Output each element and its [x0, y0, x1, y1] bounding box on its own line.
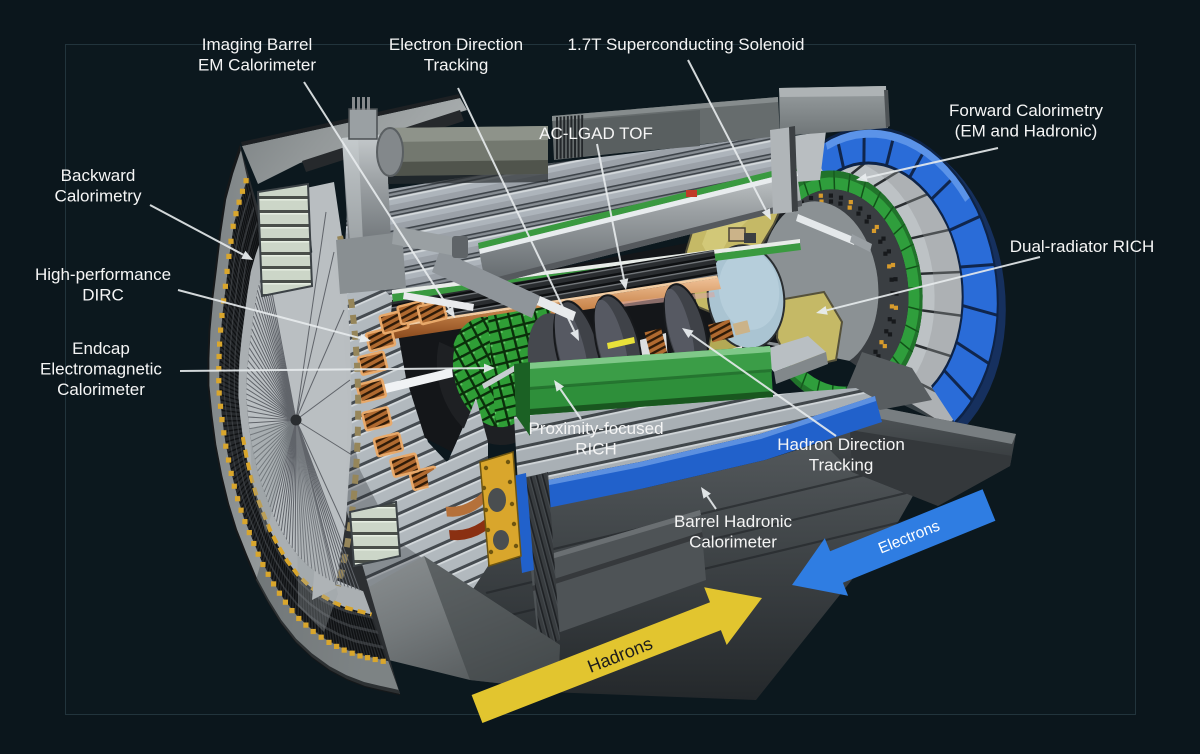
svg-text:DIRC: DIRC: [82, 286, 124, 305]
svg-text:Forward Calorimetry: Forward Calorimetry: [949, 101, 1103, 120]
svg-text:Imaging Barrel: Imaging Barrel: [202, 35, 313, 54]
svg-text:Electromagnetic: Electromagnetic: [40, 360, 162, 379]
svg-text:(EM and Hadronic): (EM and Hadronic): [955, 122, 1098, 141]
svg-text:Tracking: Tracking: [424, 56, 489, 75]
svg-text:Barrel Hadronic: Barrel Hadronic: [674, 512, 793, 531]
svg-text:Dual-radiator RICH: Dual-radiator RICH: [1010, 237, 1155, 256]
svg-text:Calorimetry: Calorimetry: [55, 187, 142, 206]
svg-text:Calorimeter: Calorimeter: [57, 380, 145, 399]
svg-text:Electron Direction: Electron Direction: [389, 35, 523, 54]
svg-text:RICH: RICH: [575, 440, 617, 459]
svg-text:Tracking: Tracking: [809, 456, 874, 475]
svg-text:High-performance: High-performance: [35, 265, 171, 284]
svg-text:1.7T Superconducting Solenoid: 1.7T Superconducting Solenoid: [568, 35, 805, 54]
svg-text:Hadron Direction: Hadron Direction: [777, 435, 905, 454]
svg-text:EM Calorimeter: EM Calorimeter: [198, 56, 316, 75]
svg-text:Calorimeter: Calorimeter: [689, 533, 777, 552]
svg-text:Backward: Backward: [61, 166, 136, 185]
svg-text:Endcap: Endcap: [72, 339, 130, 358]
svg-text:Proximity-focused: Proximity-focused: [528, 419, 663, 438]
svg-text:AC-LGAD TOF: AC-LGAD TOF: [539, 124, 653, 143]
